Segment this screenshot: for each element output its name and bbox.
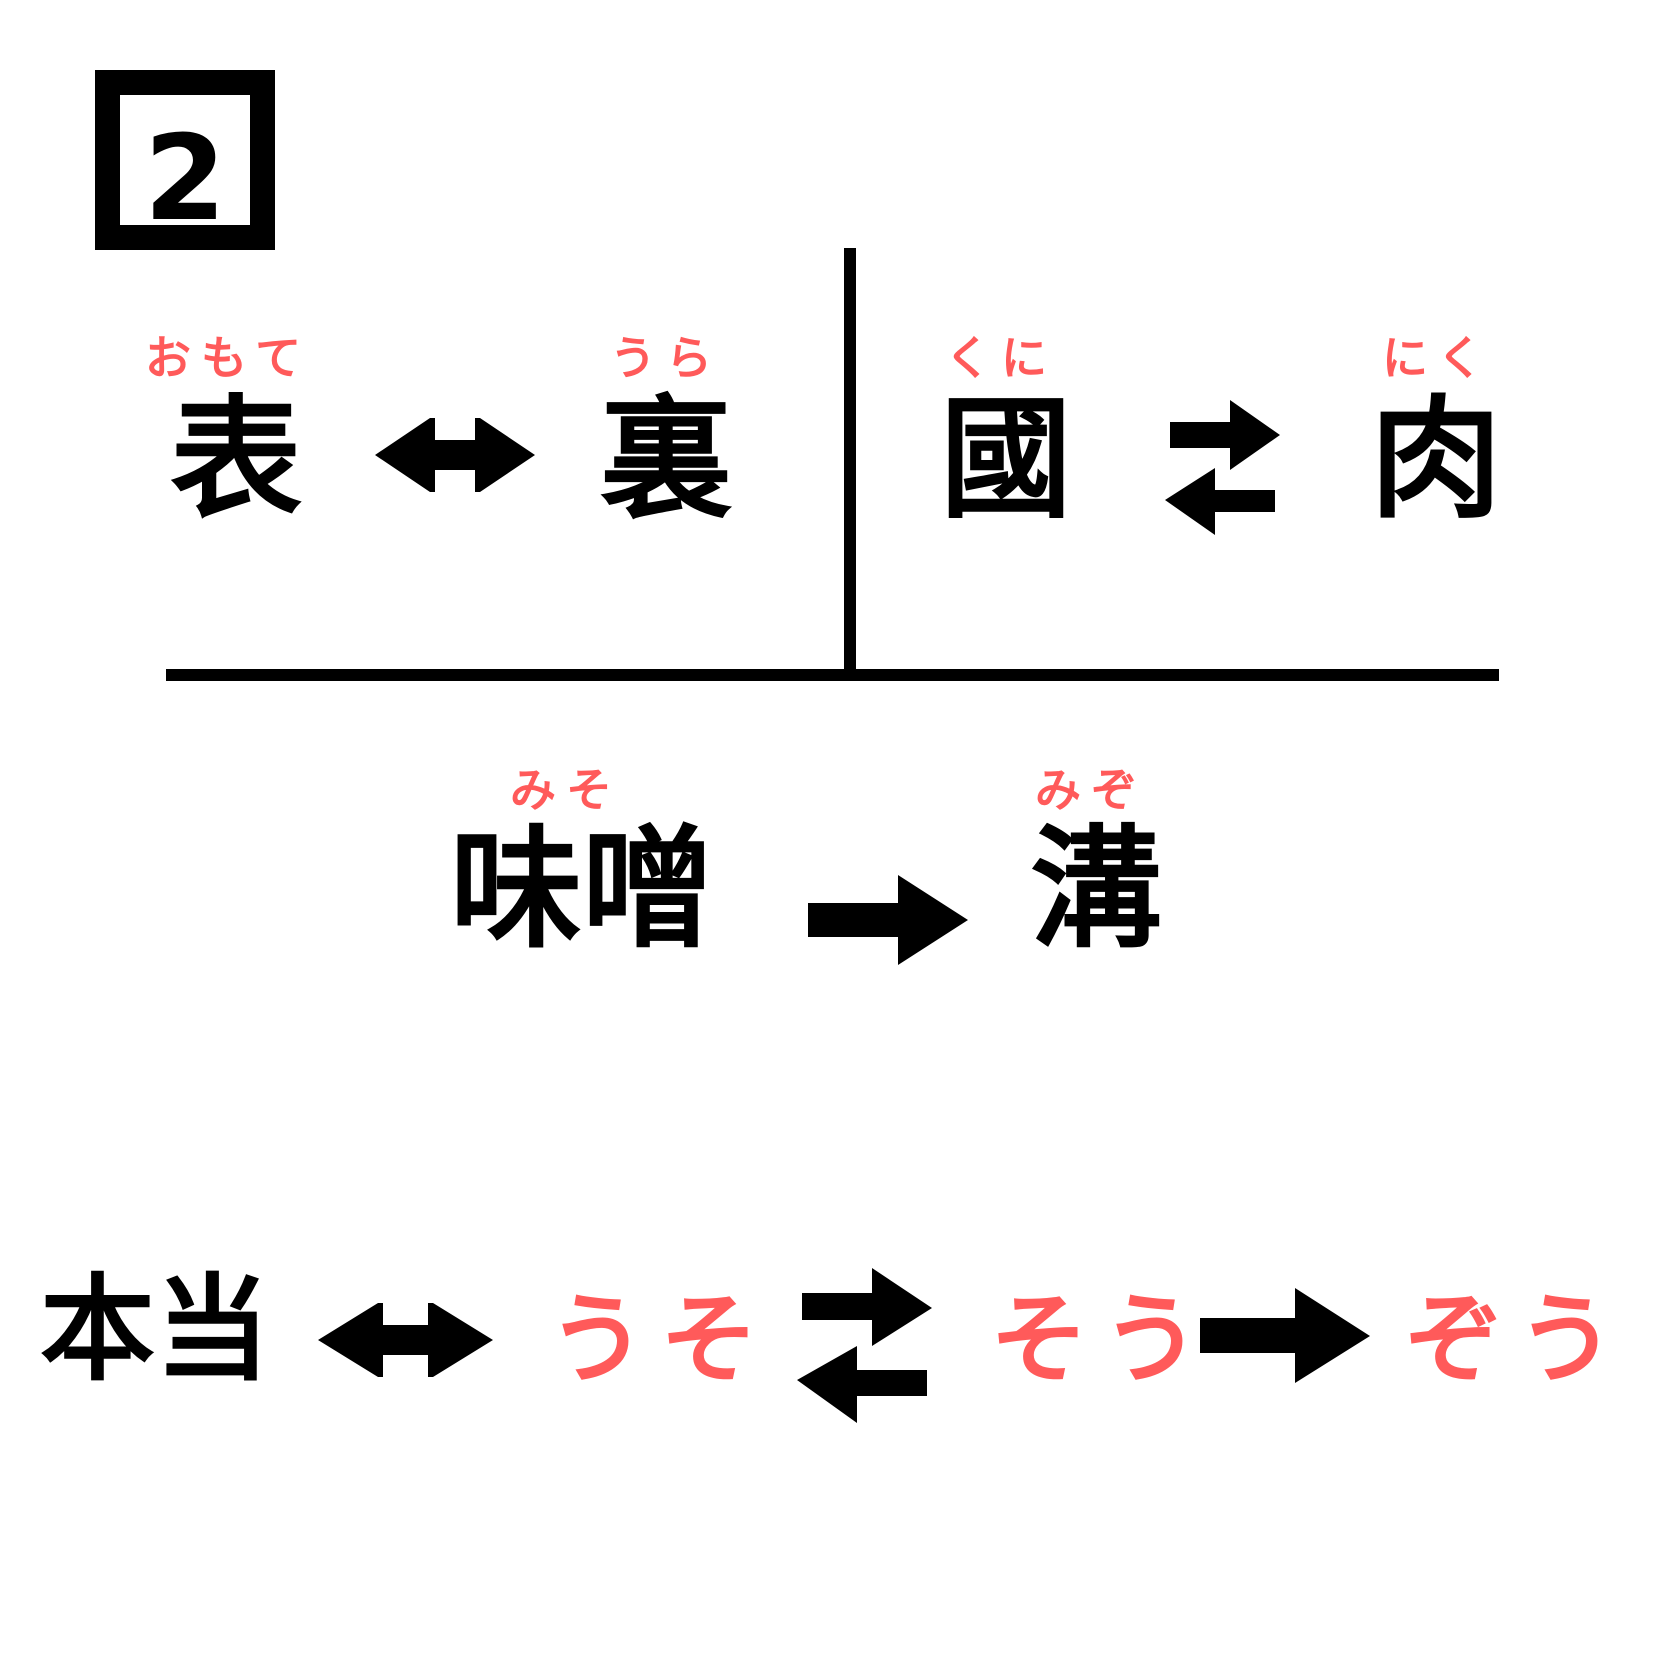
swap-arrows-icon: [797, 1268, 932, 1423]
kanji-niku: 肉: [1370, 383, 1502, 537]
word-hontou: 本当: [40, 1263, 271, 1397]
double-arrow-icon: [318, 1303, 493, 1377]
right-arrow-icon: [1200, 1288, 1370, 1383]
kanji-mizo: 溝: [1030, 813, 1162, 967]
number-badge: 2: [95, 70, 275, 250]
right-arrow-icon: [808, 875, 968, 965]
kanji-omote: 表: [170, 383, 302, 537]
kana-zou: ぞう: [1405, 1283, 1630, 1397]
reading-mizo: みぞ: [1035, 763, 1147, 817]
kana-sou: そう: [990, 1283, 1215, 1397]
reading-kuni: くに: [945, 331, 1057, 385]
horizontal-divider: [166, 669, 1499, 681]
vertical-divider: [844, 248, 856, 675]
reading-niku: にく: [1382, 331, 1494, 385]
reading-miso: みそ: [510, 763, 622, 817]
kana-uso: うそ: [548, 1283, 773, 1397]
kanji-ura: 裏: [600, 383, 732, 537]
badge-number: 2: [143, 109, 227, 247]
double-arrow-icon: [375, 418, 535, 492]
kanji-miso: 味噌: [450, 813, 714, 967]
reading-omote: おもて: [145, 331, 312, 385]
swap-arrows-icon: [1165, 400, 1280, 535]
kanji-kuni: 國: [940, 383, 1072, 537]
reading-ura: うら: [610, 331, 722, 385]
